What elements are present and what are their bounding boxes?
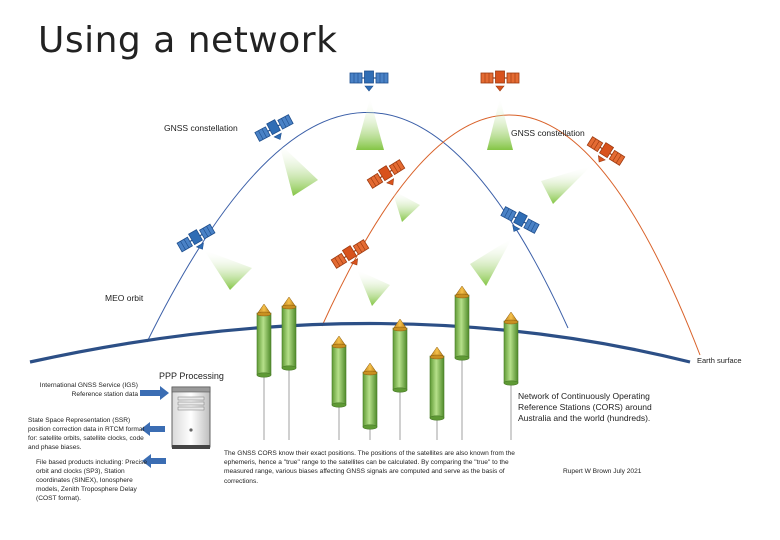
cors-station-icon [362,362,378,430]
signal-beam [356,98,384,150]
earth-surface-line [29,321,691,364]
author-credit: Rupert W Brown July 2021 [563,468,642,475]
file-products-text: File based products including: Precise o… [36,459,148,502]
satellite-icon [329,237,374,276]
cors-station-icon [429,346,445,421]
cors-station-icon [256,303,272,378]
signal-beam [541,166,591,204]
satellite-icon [480,70,520,92]
igs-input-text: International GNSS Service (IGS) Referen… [39,382,138,398]
cors-station-icon [281,296,297,371]
explanation-text: The GNSS CORS know their exact positions… [224,450,515,485]
signal-beam [357,270,390,306]
earth-surface-label: Earth surface [697,356,742,365]
network-cors-text: Network of Continuously Operating Refere… [518,391,652,423]
orange-orbit [321,114,701,356]
constellation-label-right: GNSS constellation [511,128,585,138]
server-icon [171,386,211,449]
cors-station-icon [392,318,408,393]
signal-beam [279,143,318,196]
signal-beam [470,238,512,286]
arrow-icon [141,422,165,436]
satellite-icon [253,112,298,149]
cors-station-icon [454,285,470,361]
signal-beam [392,190,420,222]
signal-beam [487,98,513,150]
page-title: Using a network [38,20,338,61]
cors-station-icon [331,335,347,408]
signal-beam [204,250,252,290]
arrow-icon [142,454,166,468]
satellite-icon [349,70,389,92]
meo-orbit-label: MEO orbit [105,293,144,303]
ssr-input-text: State Space Representation (SSR) positio… [28,417,145,451]
satellite-icon [496,204,541,241]
constellation-label-left: GNSS constellation [164,123,238,133]
ppp-processing-label: PPP Processing [159,371,224,381]
arrow-icon [140,386,169,400]
satellite-icon [365,157,410,196]
cors-station-icon [503,311,519,386]
